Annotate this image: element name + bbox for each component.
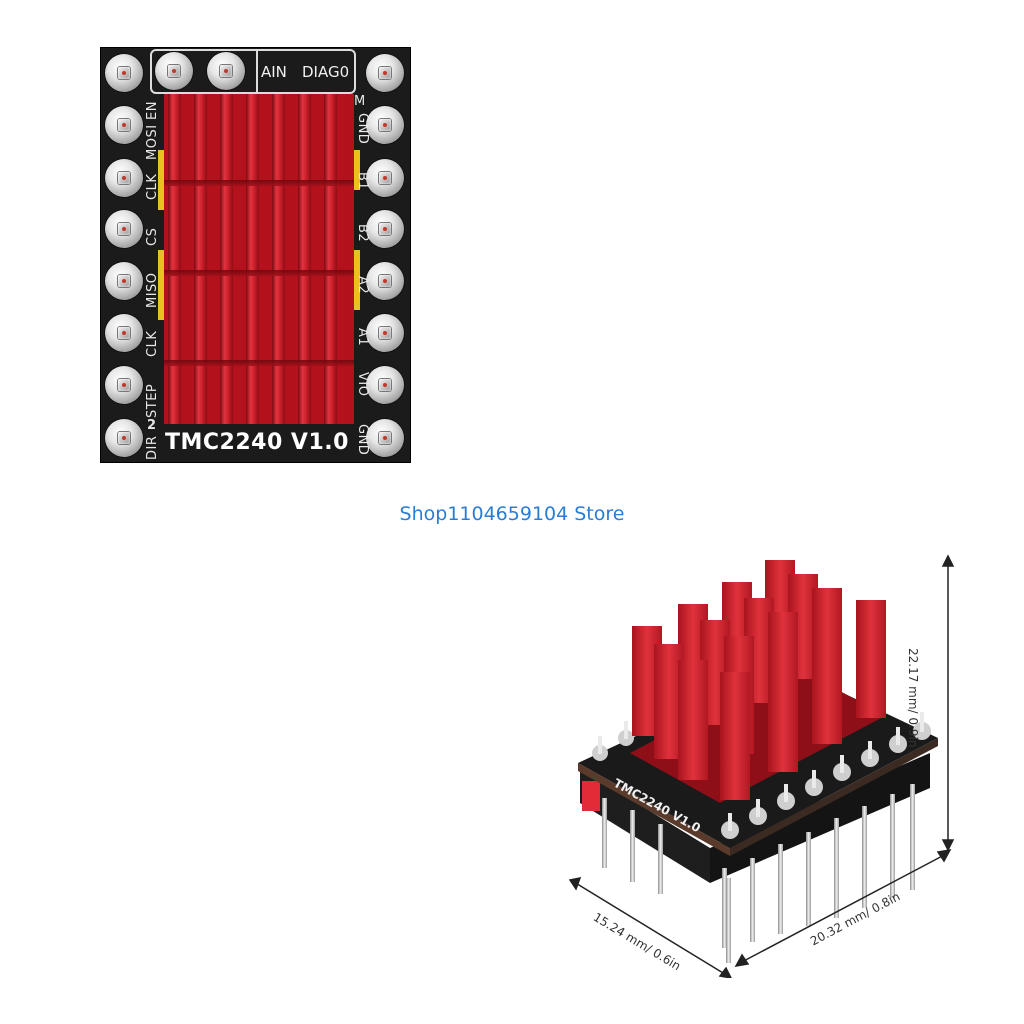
store-name-link[interactable]: Shop1104659104 Store <box>399 503 625 525</box>
silk-left-0: EN <box>145 101 160 120</box>
silk-right-2: B1 <box>355 172 370 191</box>
silk-right-1: GND <box>355 113 370 145</box>
driver-board-3d-view: 22.17 mm/ 0.9in 20.32 mm/ 0.8in 15.24 mm… <box>560 548 980 978</box>
silk-left-3: CS <box>145 227 160 246</box>
pin-left-7 <box>105 419 143 457</box>
silk-right-7: GND <box>355 424 370 456</box>
pin-right-6 <box>366 366 404 404</box>
pin-left-1 <box>105 106 143 144</box>
silk-right-0: M <box>354 94 366 109</box>
pin-left-2 <box>105 159 143 197</box>
silk-right-5: A1 <box>355 328 370 347</box>
pin-right-3 <box>366 210 404 248</box>
silk-left-6: STEP <box>145 383 160 418</box>
pin-right-5 <box>366 314 404 352</box>
yellow-marking-left-2 <box>158 250 164 320</box>
pin-left-4 <box>105 262 143 300</box>
silk-left-1: MOSI <box>145 124 160 160</box>
silk-left-5: CLK <box>145 330 160 357</box>
silk-right-3: B2 <box>355 224 370 243</box>
dim-height-label: 22.17 mm/ 0.9in <box>906 648 920 748</box>
top-left-silk-box <box>150 49 258 94</box>
pin-top-1 <box>207 52 245 90</box>
silk-left-2: CLK <box>145 173 160 200</box>
yellow-marking-right-2 <box>354 250 360 310</box>
diag-label: DIAG0 <box>302 63 350 81</box>
pin-right-4 <box>366 262 404 300</box>
red-jumper <box>582 781 600 811</box>
pin-top-0 <box>155 52 193 90</box>
pin-left-6 <box>105 366 143 404</box>
pin-right-7 <box>366 419 404 457</box>
pin-left-5 <box>105 314 143 352</box>
dimension-lines <box>568 554 955 978</box>
pin-left-3 <box>105 210 143 248</box>
top-right-silk-box <box>256 49 356 94</box>
heatsink-fins <box>632 560 886 800</box>
silk-right-4: A2 <box>355 276 370 295</box>
header-pins <box>602 784 915 963</box>
pin-right-0 <box>366 54 404 92</box>
silk-right-6: VIO <box>355 372 370 397</box>
silk-left-4: MISO <box>145 272 160 308</box>
top-pins-back <box>592 721 634 761</box>
silk-left-7: DIR <box>145 435 160 460</box>
top-pins-front <box>721 712 931 839</box>
ain-label: AIN <box>261 63 287 81</box>
header-block <box>710 753 930 883</box>
yellow-marking-left <box>158 150 164 210</box>
silk-left-extra: 2 <box>147 418 157 433</box>
heatsink <box>164 94 354 424</box>
board-name: TMC2240 V1.0 <box>165 430 349 455</box>
pin-right-2 <box>366 159 404 197</box>
yellow-marking-right <box>354 150 360 190</box>
pin-right-1 <box>366 106 404 144</box>
pin-left-0 <box>105 54 143 92</box>
